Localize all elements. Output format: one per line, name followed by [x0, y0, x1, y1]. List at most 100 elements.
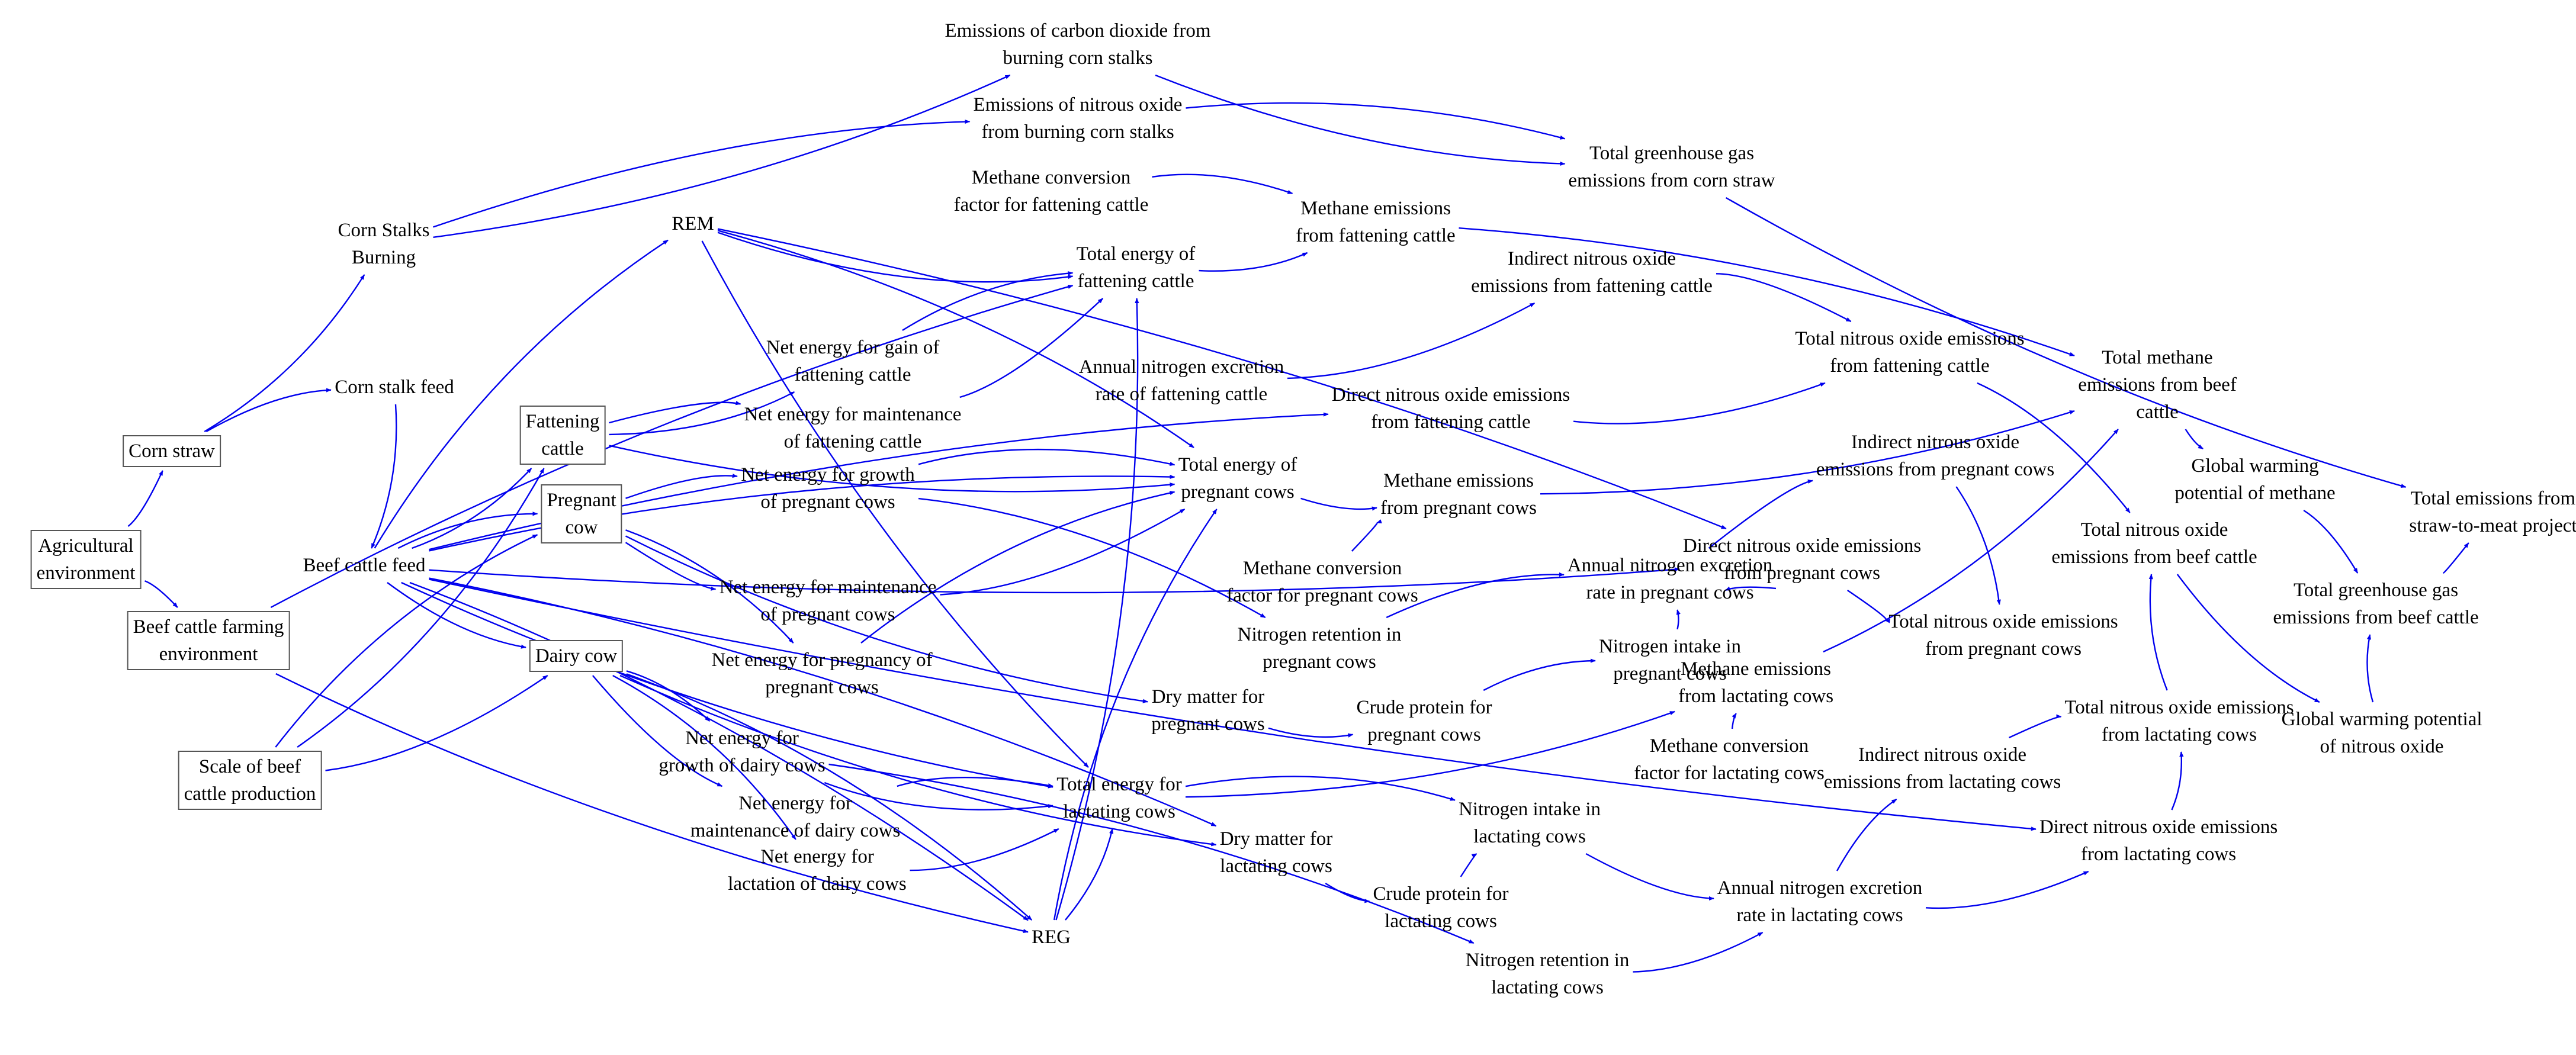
- total-n2o-beef-node: Total nitrous oxide emissions from beef …: [2051, 519, 2257, 568]
- n-retention-lactating-node: Nitrogen retention in lactating cows: [1465, 950, 1630, 998]
- corn-stalk-feed-node: Corn stalk feed: [335, 377, 454, 398]
- arrow-n03-to-n57: [275, 673, 1029, 934]
- arrow-n40-to-n34: [1676, 609, 1681, 630]
- ne-gain-fattening-node: Net energy for gain of fattening cattle: [766, 337, 940, 385]
- total-n2o-fattening-node: Total nitrous oxide emissions from fatte…: [1795, 328, 2025, 377]
- arrow-n14-to-n31: [717, 228, 1727, 530]
- arrow-n10-to-n57: [409, 581, 1029, 921]
- arrow-n49-to-n41: [1185, 710, 1675, 798]
- arrow-n35-to-n25: [940, 508, 1186, 596]
- arrow-n10-to-n25: [429, 474, 1175, 552]
- arrow-n03-to-n17: [270, 284, 1074, 609]
- arrow-n05-to-n19: [609, 391, 795, 436]
- arrow-n14-to-n49: [701, 240, 1089, 768]
- dry-matter-pregnant-node: Dry matter for pregnant cows: [1151, 686, 1265, 735]
- arrow-n11-to-n13: [1155, 74, 1566, 166]
- arrow-n01-to-n03: [144, 580, 178, 608]
- ne-pregnancy-node: Net energy for pregnancy of pregnant cow…: [711, 649, 933, 698]
- agricultural-environment-node: Agricultural environment: [30, 530, 142, 589]
- methane-emissions-lactating-node: Methane emissions from lactating cows: [1678, 658, 1834, 707]
- arrow-n04-to-n07: [325, 675, 548, 771]
- arrow-n10-to-n31: [429, 567, 1680, 594]
- arrow-n34-to-n31: [1724, 586, 1777, 591]
- direct-n2o-lactating-node: Direct nitrous oxide emissions from lact…: [2039, 816, 2278, 865]
- arrow-n17-to-n16: [1199, 252, 1308, 272]
- arrow-n10-to-n49: [401, 581, 1053, 789]
- arrow-n13-to-n30: [1725, 197, 2407, 488]
- arrow-n55-to-n47: [1836, 799, 1897, 871]
- indirect-n2o-pregnant-node: Indirect nitrous oxide emissions from pr…: [1816, 432, 2055, 480]
- annual-n-excretion-fattening-node: Annual nitrogen excretion rate of fatten…: [1078, 356, 1284, 405]
- arrow-n51-to-n49: [897, 777, 1053, 788]
- arrow-n53-to-n44: [2171, 751, 2184, 810]
- pregnant-cow-node: Pregnant cow: [541, 484, 622, 543]
- arrow-n10-to-n05: [412, 468, 532, 549]
- arrow-n05-to-n25: [609, 445, 1175, 493]
- arrow-n07-to-n51: [592, 675, 723, 787]
- arrow-n06-to-n26: [625, 473, 738, 499]
- arrow-n52-to-n56: [1325, 882, 1370, 903]
- corn-stalks-burning-node: Corn Stalks Burning: [338, 220, 430, 268]
- arrow-n08-to-n11: [433, 74, 1011, 238]
- arrow-n06-to-n39: [625, 529, 794, 644]
- arrow-n15-to-n16: [1152, 173, 1293, 195]
- methane-emissions-fattening-node: Methane emissions from fattening cattle: [1296, 198, 1456, 246]
- arrow-n07-to-n54: [612, 674, 796, 840]
- arrow-n29-to-n37: [2303, 509, 2359, 574]
- total-n2o-pregnant-node: Total nitrous oxide emissions from pregn…: [1888, 611, 2118, 660]
- arrow-n47-to-n44: [2008, 714, 2062, 739]
- direct-n2o-pregnant-node: Direct nitrous oxide emissions from preg…: [1682, 535, 1922, 584]
- scale-of-beef-cattle-production-node: Scale of beef cattle production: [178, 751, 322, 810]
- ne-growth-dairy-node: Net energy for growth of dairy cows: [659, 728, 826, 776]
- arrow-n28-to-n36: [1955, 486, 2001, 605]
- co2-burning-node: Emissions of carbon dioxide from burning…: [945, 20, 1211, 69]
- total-ghg-corn-straw-node: Total greenhouse gas emissions from corn…: [1568, 143, 1775, 191]
- dry-matter-lactating-node: Dry matter for lactating cows: [1219, 828, 1333, 877]
- total-emissions-project-node: Total emissions from straw-to-meat proje…: [2409, 488, 2576, 536]
- indirect-n2o-lactating-node: Indirect nitrous oxide emissions from la…: [1823, 744, 2061, 793]
- arrow-n08-to-n12: [433, 119, 971, 228]
- arrow-n10-to-n06: [397, 512, 538, 549]
- arrow-n55-to-n53: [1925, 870, 2089, 909]
- arrow-n10-to-n53: [429, 578, 2037, 831]
- reg-node: REG: [1032, 927, 1071, 948]
- arrow-n12-to-n13: [1186, 102, 1566, 140]
- arrow-n48-to-n49: [824, 781, 1053, 810]
- arrow-n14-to-n25: [717, 230, 1194, 448]
- total-ghg-beef-node: Total greenhouse gas emissions from beef…: [2273, 580, 2479, 628]
- rem-node: REM: [672, 213, 714, 234]
- arrow-n02-to-n09: [205, 388, 332, 433]
- arrow-n37-to-n30: [2443, 542, 2469, 574]
- arrow-n58-to-n55: [1633, 931, 1764, 973]
- arrow-n07-to-n52: [619, 674, 1217, 847]
- arrow-n56-to-n50: [1460, 853, 1477, 877]
- arrow-n01-to-n02: [127, 470, 163, 527]
- n-intake-pregnant-node: Nitrogen intake in pregnant cows: [1598, 636, 1742, 684]
- total-energy-lactating-node: Total energy for lactating cows: [1056, 774, 1182, 822]
- arrow-n31-to-n36: [1847, 590, 1890, 623]
- arrow-n05-to-n24: [609, 401, 741, 424]
- global-warming-methane-node: Global warming potential of methane: [2174, 455, 2336, 504]
- methane-conversion-lactating-node: Methane conversion factor for lactating …: [1634, 735, 1825, 784]
- arrow-n34-to-n28: [1708, 479, 1813, 549]
- arrow-n06-to-n42: [625, 535, 1148, 703]
- arrow-n46-to-n41: [1731, 713, 1737, 729]
- arrow-n32-to-n45: [2176, 574, 2320, 703]
- methane-conversion-fattening-node: Methane conversion factor for fattening …: [953, 167, 1149, 215]
- total-energy-fattening-node: Total energy of fattening cattle: [1076, 243, 1196, 292]
- crude-protein-pregnant-node: Crude protein for pregnant cows: [1356, 697, 1492, 745]
- beef-cattle-farming-environment-node: Beef cattle farming environment: [127, 611, 290, 670]
- arrow-n44-to-n32: [2148, 574, 2168, 691]
- total-methane-beef-node: Total methane emissions from beef cattle: [2078, 347, 2237, 423]
- arrow-n10-to-n14: [374, 239, 669, 549]
- arrow-n43-to-n40: [1483, 658, 1596, 691]
- arrow-n02-to-n08: [204, 274, 365, 433]
- arrow-n57-to-n25: [1053, 509, 1218, 921]
- ne-maintenance-pregnant-node: Net energy for maintenance of pregnant c…: [719, 577, 937, 625]
- annual-n-excretion-lactating-node: Annual nitrogen excretion rate in lactat…: [1717, 877, 1923, 926]
- fattening-cattle-node: Fattening cattle: [519, 406, 606, 465]
- arrow-n57-to-n17: [1055, 298, 1139, 921]
- arrow-n20-to-n18: [1287, 302, 1536, 379]
- arrow-n18-to-n22: [1716, 273, 1852, 323]
